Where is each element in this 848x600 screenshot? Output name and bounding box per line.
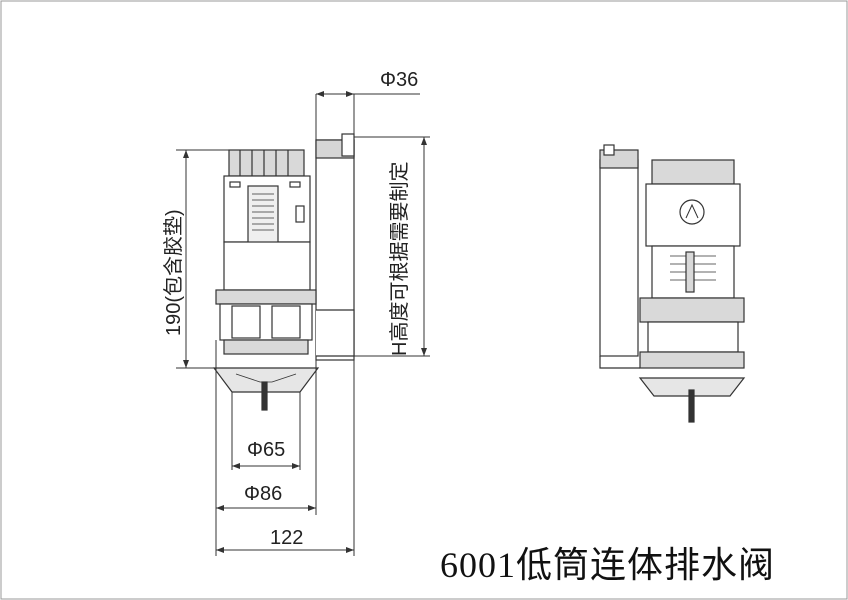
float-top	[215, 289, 317, 305]
right-top-cap	[651, 159, 735, 185]
dim-phi65: Φ65	[247, 439, 285, 461]
dim-122: 122	[270, 527, 303, 549]
dim-190: 190(包含胶垫)	[162, 209, 185, 336]
right-base-seal	[638, 377, 746, 397]
dim-phi86: Φ86	[244, 483, 282, 505]
right-drain-rod	[688, 389, 695, 423]
dim-phi36: Φ36	[380, 69, 418, 91]
right-valve-view	[599, 144, 746, 423]
drawing-title: 6001低筒连体排水阀	[440, 545, 776, 585]
logo-badge	[679, 199, 705, 225]
dim-h-note: H高度可根据需要制定	[388, 162, 411, 356]
dimension-lines	[176, 93, 430, 556]
drain-rod	[261, 381, 268, 411]
right-overflow-tube	[599, 159, 639, 357]
dimension-arrows	[183, 91, 427, 553]
right-float	[639, 297, 745, 323]
left-valve-view	[212, 133, 355, 411]
